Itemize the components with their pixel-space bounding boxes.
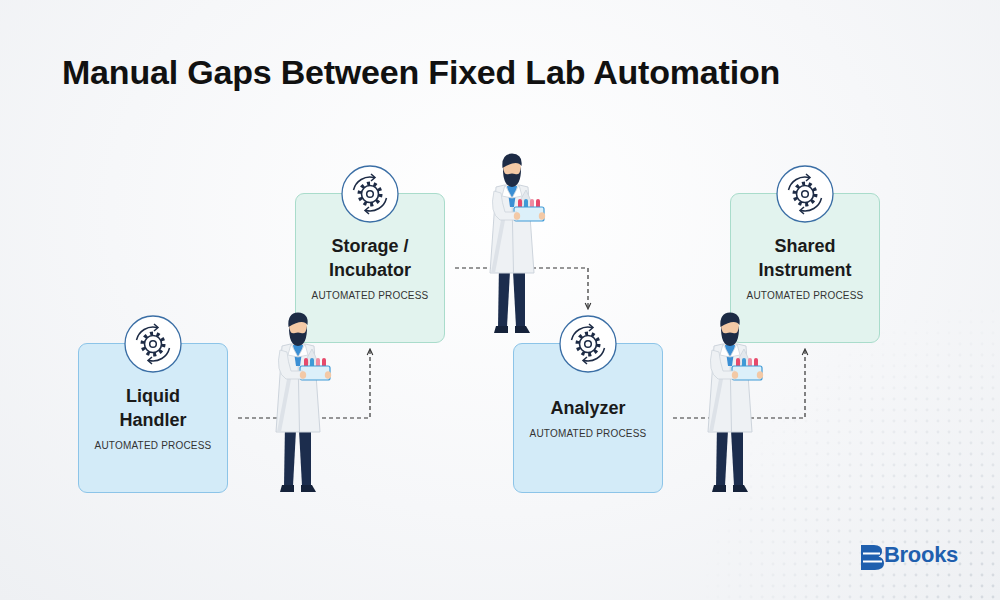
logo-b-shape — [861, 545, 884, 570]
box-heading: Storage / Incubator — [314, 234, 426, 282]
gear-symbol — [125, 316, 181, 372]
gear-symbol — [560, 316, 616, 372]
process-box: AnalyzerAUTOMATED PROCESS — [513, 343, 663, 493]
gear-symbol — [777, 166, 833, 222]
gear-symbol — [342, 166, 398, 222]
process-box: Storage / IncubatorAUTOMATED PROCESS — [295, 193, 445, 343]
dashed-connector — [238, 349, 370, 418]
gear-icon — [774, 163, 836, 225]
lab-scientist — [490, 154, 545, 334]
dashed-connector — [673, 349, 805, 418]
gear-icon — [122, 313, 184, 375]
process-box: Shared InstrumentAUTOMATED PROCESS — [730, 193, 880, 343]
box-heading: Analyzer — [550, 396, 625, 420]
process-box: Liquid HandlerAUTOMATED PROCESS — [78, 343, 228, 493]
logo-stripes — [863, 554, 882, 562]
dashed-connector — [455, 268, 588, 309]
box-subtext: AUTOMATED PROCESS — [312, 290, 429, 302]
gear-icon — [339, 163, 401, 225]
box-heading: Liquid Handler — [97, 384, 209, 432]
brand-logo-text: Brooks — [884, 543, 958, 567]
brooks-logo-icon — [861, 545, 884, 570]
diagram-title: Manual Gaps Between Fixed Lab Automation — [62, 52, 780, 92]
gear-icon — [557, 313, 619, 375]
box-subtext: AUTOMATED PROCESS — [95, 440, 212, 452]
box-heading: Shared Instrument — [749, 234, 861, 282]
box-subtext: AUTOMATED PROCESS — [530, 428, 647, 440]
box-subtext: AUTOMATED PROCESS — [747, 290, 864, 302]
